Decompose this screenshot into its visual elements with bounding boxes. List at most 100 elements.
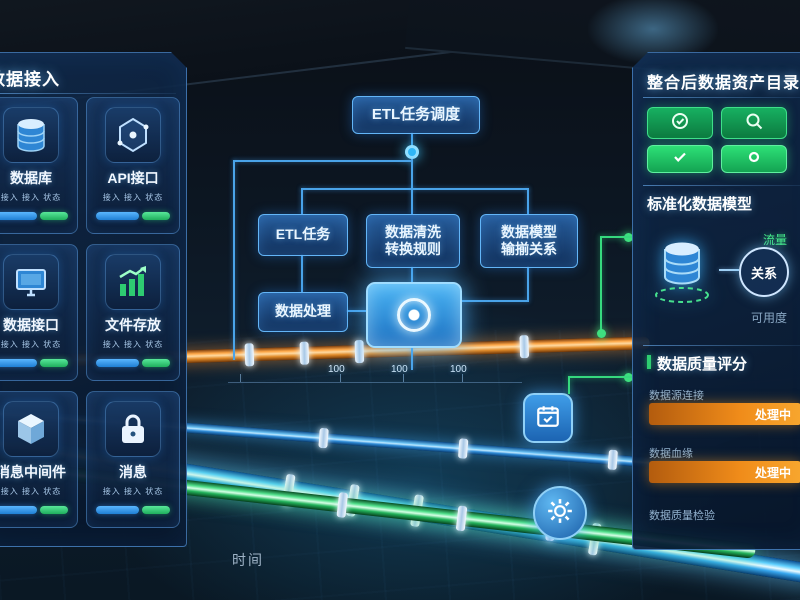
card-meta: 接入 接入 状态 bbox=[102, 487, 164, 496]
pipe-ring bbox=[244, 343, 255, 367]
progress-bar bbox=[96, 212, 170, 220]
data-assets-panel: 整合后数据资产目录 bbox=[632, 52, 800, 550]
axis-tick-label: 100 bbox=[450, 364, 467, 375]
gear-button[interactable] bbox=[533, 486, 587, 540]
connector-line bbox=[301, 188, 529, 190]
quality-item-label: 数据血缘 bbox=[649, 448, 693, 460]
card-label: 数据库 bbox=[10, 170, 52, 186]
source-card-database[interactable]: 数据库 接入 接入 状态 bbox=[0, 97, 78, 234]
connector-line bbox=[411, 266, 413, 282]
card-label: 消息中间件 bbox=[0, 464, 66, 480]
connector-line bbox=[568, 376, 632, 378]
database-icon bbox=[3, 107, 59, 163]
source-card-api[interactable]: API接口 接入 接入 状态 bbox=[86, 97, 180, 234]
axis-tick bbox=[340, 374, 341, 382]
axis-tick bbox=[403, 374, 404, 382]
asset-action-button-2[interactable] bbox=[721, 107, 787, 139]
progress-bar bbox=[0, 359, 68, 367]
divider bbox=[0, 93, 176, 94]
quality-section-title: 数据质量评分 bbox=[657, 356, 748, 373]
source-card-file-storage[interactable]: 文件存放 接入 接入 状态 bbox=[86, 244, 180, 381]
model-database-icon bbox=[651, 233, 719, 314]
card-meta: 接入 接入 状态 bbox=[0, 193, 62, 202]
data-processing-node[interactable]: 数据处理 bbox=[258, 292, 348, 332]
axis-tick bbox=[462, 374, 463, 382]
model-tag-top: 流量 bbox=[763, 233, 788, 247]
gear-icon bbox=[546, 497, 574, 530]
quality-item-label: 数据质量检验 bbox=[649, 510, 715, 522]
flow-node-dot bbox=[405, 145, 419, 159]
lock-icon bbox=[105, 401, 161, 457]
data-model-node[interactable]: 数据模型 输揃关系 bbox=[480, 214, 578, 268]
connector-line bbox=[527, 266, 529, 302]
target-icon bbox=[397, 298, 431, 332]
monitor-icon bbox=[3, 254, 59, 310]
connector-line bbox=[411, 344, 413, 370]
asset-action-button-1[interactable] bbox=[647, 107, 713, 139]
connector-line bbox=[458, 300, 528, 302]
progress-bar bbox=[0, 506, 68, 514]
check-circle-icon bbox=[670, 111, 690, 136]
pipe-ring bbox=[299, 341, 310, 365]
data-cleaning-node[interactable]: 数据清洗 转换规则 bbox=[366, 214, 460, 268]
card-meta: 接入 接入 状态 bbox=[0, 340, 62, 349]
connector-line bbox=[568, 376, 570, 394]
search-icon bbox=[744, 111, 764, 136]
right-panel-title: 整合后数据资产目录 bbox=[647, 75, 800, 92]
left-panel-title: 数据接入 bbox=[5, 70, 60, 89]
source-card-middleware[interactable]: 消息中间件 接入 接入 状态 bbox=[0, 391, 78, 528]
asset-action-button-4[interactable] bbox=[721, 145, 787, 173]
connector-line bbox=[301, 254, 303, 292]
progress-bar bbox=[96, 359, 170, 367]
quality-status-bar: 处理中 bbox=[649, 461, 800, 483]
connector-line bbox=[411, 159, 413, 189]
pipe-ring bbox=[607, 449, 618, 471]
card-meta: 接入 接入 状态 bbox=[102, 340, 164, 349]
card-label: 数据接口 bbox=[3, 317, 59, 333]
check-icon bbox=[672, 149, 688, 170]
axis-tick-label: 100 bbox=[391, 364, 408, 375]
model-section-title: 标准化数据模型 bbox=[647, 196, 753, 213]
pipe-ring bbox=[457, 438, 469, 459]
divider bbox=[643, 345, 800, 346]
connector-line bbox=[527, 188, 529, 214]
connector-line bbox=[719, 269, 739, 271]
card-meta: 接入 接入 状态 bbox=[102, 193, 164, 202]
calendar-check-button[interactable] bbox=[523, 393, 573, 443]
hexagon-api-icon bbox=[105, 107, 161, 163]
source-card-interface[interactable]: 数据接口 接入 接入 状态 bbox=[0, 244, 78, 381]
connector-line bbox=[346, 310, 366, 312]
pipe-ring bbox=[318, 427, 329, 449]
card-label: 消息 bbox=[119, 464, 147, 480]
asset-action-button-3[interactable] bbox=[647, 145, 713, 173]
connector-line bbox=[301, 188, 303, 214]
etl-scheduler-node[interactable]: ETL任务调度 bbox=[352, 96, 480, 134]
bar-chart-icon bbox=[105, 254, 161, 310]
time-axis-label: 时间 bbox=[232, 552, 264, 568]
data-access-panel: 数据接入 数据库 接入 接入 状态 bbox=[0, 52, 187, 547]
progress-bar bbox=[0, 212, 68, 220]
divider bbox=[643, 97, 800, 98]
connector-line bbox=[600, 236, 602, 332]
section-accent bbox=[647, 355, 651, 369]
card-label: API接口 bbox=[107, 170, 159, 186]
connector-line bbox=[411, 188, 413, 214]
quality-item-label: 数据源连接 bbox=[649, 390, 704, 402]
source-card-message[interactable]: 消息 接入 接入 状态 bbox=[86, 391, 180, 528]
cube-icon bbox=[3, 401, 59, 457]
calendar-check-icon bbox=[535, 403, 561, 434]
pipe-ring bbox=[519, 335, 530, 359]
axis-tick-label: 100 bbox=[328, 364, 345, 375]
card-meta: 接入 接入 状态 bbox=[0, 487, 62, 496]
connector-line bbox=[600, 236, 632, 238]
green-node bbox=[597, 329, 606, 338]
axis-tick bbox=[240, 374, 241, 382]
etl-task-node[interactable]: ETL任务 bbox=[258, 214, 348, 256]
pipe-ring bbox=[354, 339, 365, 364]
processing-monitor-panel[interactable] bbox=[366, 282, 462, 348]
timeline-axis bbox=[228, 382, 522, 383]
connector-line bbox=[233, 160, 235, 360]
dot-icon bbox=[746, 149, 762, 170]
connector-line bbox=[411, 132, 413, 146]
